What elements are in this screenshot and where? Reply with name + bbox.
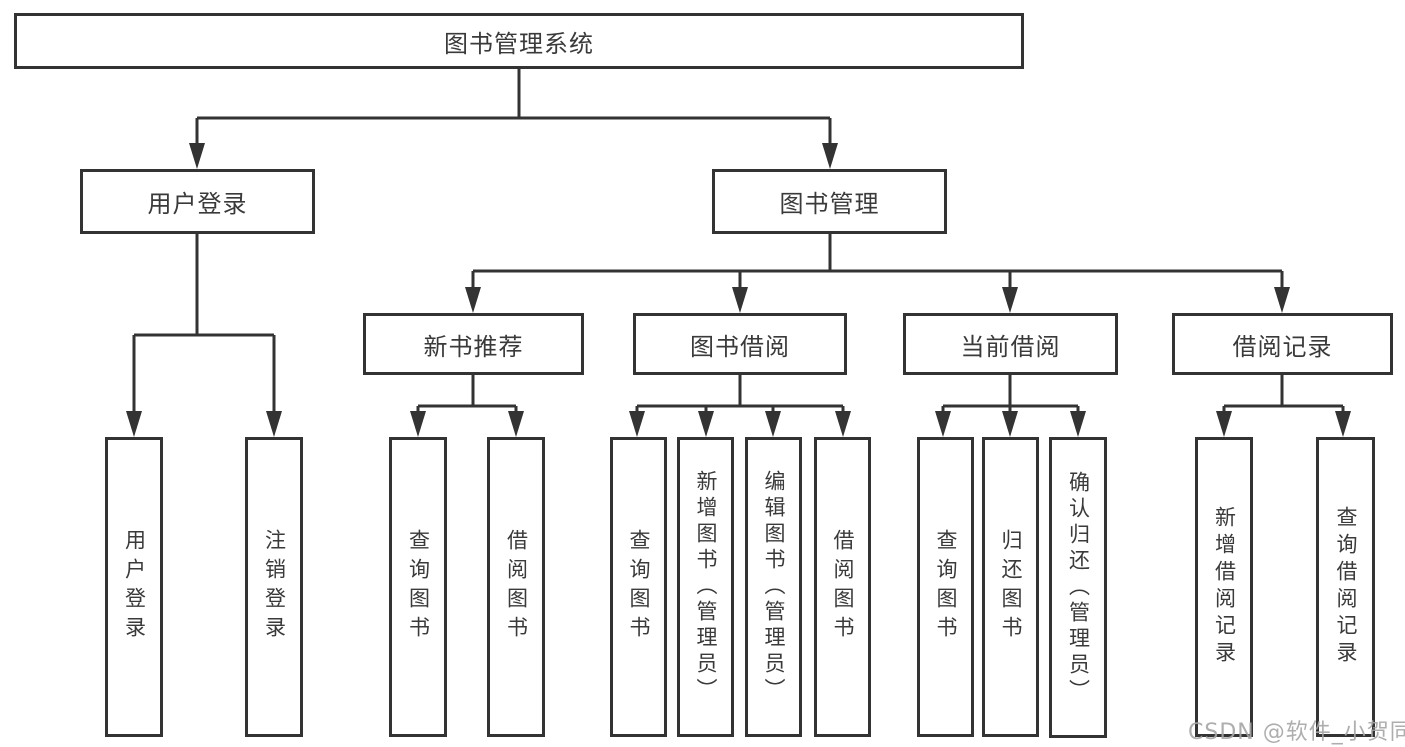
leaf-user-login: 用户登录 (105, 437, 163, 737)
leaf-query-books-current: 查询图书 (917, 437, 974, 737)
node-current-borrow: 当前借阅 (903, 313, 1118, 375)
node-new-book-recommend: 新书推荐 (363, 313, 584, 375)
node-user-login: 用户登录 (80, 169, 315, 234)
leaf-query-books-recommend: 查询图书 (389, 437, 447, 737)
leaf-confirm-return-admin: 确认归还（管理员） (1049, 437, 1107, 738)
leaf-query-borrow-record: 查询借阅记录 (1316, 437, 1375, 737)
leaf-borrow-books-borrow: 借阅图书 (814, 437, 871, 737)
leaf-edit-book-admin: 编辑图书（管理员） (745, 437, 802, 737)
leaf-logout: 注销登录 (245, 437, 303, 737)
leaf-return-book: 归还图书 (982, 437, 1039, 737)
node-root-system: 图书管理系统 (14, 13, 1024, 69)
leaf-add-borrow-record: 新增借阅记录 (1195, 437, 1253, 737)
node-book-borrow: 图书借阅 (633, 313, 847, 375)
node-borrow-records: 借阅记录 (1172, 313, 1393, 375)
leaf-query-books-borrow: 查询图书 (610, 437, 667, 737)
leaf-add-book-admin: 新增图书（管理员） (677, 437, 734, 737)
csdn-watermark: CSDN @软件_小贺同学 (1188, 720, 1405, 745)
leaf-borrow-books-recommend: 借阅图书 (487, 437, 545, 737)
node-book-management: 图书管理 (712, 169, 947, 234)
